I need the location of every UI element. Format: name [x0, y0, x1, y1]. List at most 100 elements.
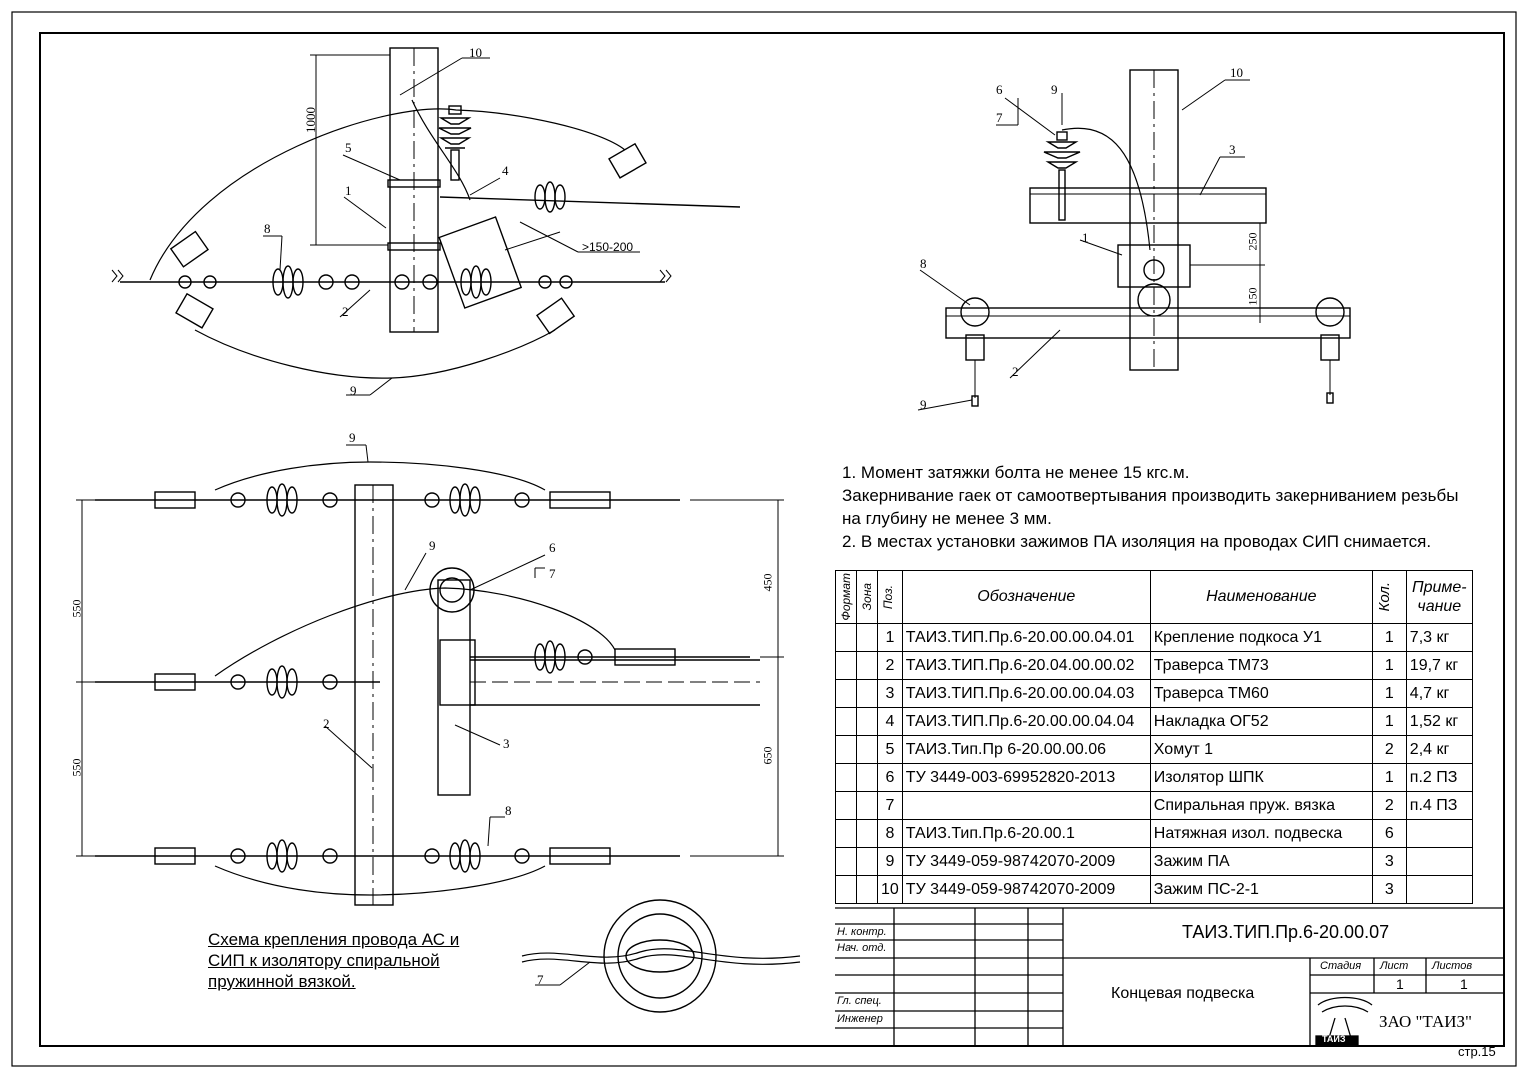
role-n-kontr: Н. контр. — [837, 926, 887, 938]
label-9b2: 9 — [429, 538, 436, 553]
dim-650: 650 — [760, 746, 775, 765]
cell-designation: ТАИЗ.ТИП.Пр.6-20.00.00.04.01 — [901, 623, 1151, 652]
header-qty: Кол. — [1375, 582, 1393, 612]
header-pos: Поз. — [881, 584, 895, 610]
cell-zone — [856, 735, 878, 764]
cell-note: 7,3 кг — [1405, 623, 1473, 652]
label-8r: 8 — [920, 256, 927, 271]
cell-note — [1405, 875, 1473, 904]
cell-qty: 1 — [1371, 707, 1407, 736]
header-designation: Обозначение — [901, 570, 1151, 624]
label-1r: 1 — [1082, 230, 1089, 245]
cell-pos: 10 — [877, 875, 903, 904]
cell-note — [1405, 847, 1473, 876]
role-nach-otd: Нач. отд. — [837, 942, 887, 954]
cell-name: Спиральная пруж. вязка — [1149, 791, 1373, 820]
label-2r: 2 — [1012, 364, 1019, 379]
label-2b: 2 — [323, 716, 330, 731]
cross-arm-vertical — [354, 484, 394, 906]
label-10r: 10 — [1230, 65, 1243, 80]
dim-550-lower: 550 — [69, 758, 84, 777]
cell-zone — [856, 707, 878, 736]
cell-zone — [856, 875, 878, 904]
note-line: 1. Момент затяжки болта не менее 15 кгс.… — [842, 463, 1190, 482]
company-logo-icon — [1315, 996, 1373, 1046]
cell-pos: 8 — [877, 819, 903, 848]
label-7r: 7 — [996, 110, 1003, 125]
note-line: 2. В местах установки зажимов ПА изоляци… — [842, 532, 1432, 551]
cell-pos: 2 — [877, 651, 903, 680]
dim-clearance: >150-200 — [582, 240, 634, 254]
cell-designation: ТУ 3449-003-69952820-2013 — [901, 763, 1151, 792]
role-gl-spec: Гл. спец. — [837, 995, 882, 1007]
document-code: ТАИЗ.ТИП.Пр.6-20.00.07 — [1182, 922, 1390, 942]
cell-format — [835, 819, 857, 848]
cell-note: п.4 ПЗ — [1405, 791, 1473, 820]
cell-designation: ТАИЗ.ТИП.Пр.6-20.04.00.00.02 — [901, 651, 1151, 680]
cell-format — [835, 847, 857, 876]
dim-250: 250 — [1245, 232, 1260, 251]
sheets-label: Листов — [1432, 960, 1473, 972]
label-3r: 3 — [1229, 142, 1236, 157]
dim-1000: 1000 — [303, 107, 318, 133]
cell-name: Крепление подкоса У1 — [1149, 623, 1373, 652]
cell-format — [835, 875, 857, 904]
sheet-label: Лист — [1380, 960, 1409, 972]
cell-zone — [856, 679, 878, 708]
sheets-value: 1 — [1460, 976, 1468, 992]
cell-format — [835, 763, 857, 792]
cell-qty: 2 — [1371, 791, 1407, 820]
header-note-2: чание — [1417, 598, 1462, 615]
scheme-caption: Схема крепления провода АС и СИП к изоля… — [208, 929, 459, 992]
cell-zone — [856, 651, 878, 680]
inner-frame — [39, 32, 1505, 1047]
label-7-detail: 7 — [537, 972, 544, 987]
dim-150: 150 — [1245, 287, 1260, 306]
cell-name: Траверса ТМ60 — [1149, 679, 1373, 708]
view-top-left — [111, 47, 741, 396]
label-1: 1 — [345, 183, 352, 198]
cell-name: Зажим ПС-2-1 — [1149, 875, 1373, 904]
cell-zone — [856, 763, 878, 792]
cell-name: Траверса ТМ73 — [1149, 651, 1373, 680]
cell-note: 19,7 кг — [1405, 651, 1473, 680]
cell-pos: 5 — [877, 735, 903, 764]
cell-qty: 2 — [1371, 735, 1407, 764]
cell-zone — [856, 819, 878, 848]
header-format: Формат — [839, 573, 853, 621]
cell-name: Накладка ОГ52 — [1149, 707, 1373, 736]
label-10: 10 — [469, 45, 482, 60]
cell-designation — [901, 791, 1151, 820]
cell-name: Зажим ПА — [1149, 847, 1373, 876]
note-line: на глубину не менее 3 мм. — [842, 509, 1052, 528]
cell-format — [835, 707, 857, 736]
label-3b: 3 — [503, 736, 510, 751]
document-name: Концевая подвеска — [1111, 985, 1255, 1002]
company-name: ЗАО "ТАИЗ" — [1379, 1012, 1472, 1031]
cell-qty: 6 — [1371, 819, 1407, 848]
role-inzhener: Инженер — [837, 1013, 883, 1025]
label-8: 8 — [264, 221, 271, 236]
cell-format — [835, 791, 857, 820]
cell-designation: ТУ 3449-059-98742070-2009 — [901, 875, 1151, 904]
stage-label: Стадия — [1320, 960, 1362, 972]
cell-qty: 1 — [1371, 651, 1407, 680]
view-top-right — [917, 69, 1351, 411]
logo-text: ТАИЗ — [1322, 1034, 1346, 1044]
page-number: стр.15 — [1458, 1044, 1496, 1059]
header-name: Наименование — [1149, 570, 1373, 624]
cell-note — [1405, 819, 1473, 848]
caption-line: СИП к изолятору спиральной — [208, 951, 440, 970]
cell-zone — [856, 623, 878, 652]
label-9r: 9 — [1051, 82, 1058, 97]
table-header: Формат Зона Поз. Обозначение Наименовани… — [835, 570, 1473, 624]
cell-name: Хомут 1 — [1149, 735, 1373, 764]
outer-frame — [11, 11, 1517, 1067]
